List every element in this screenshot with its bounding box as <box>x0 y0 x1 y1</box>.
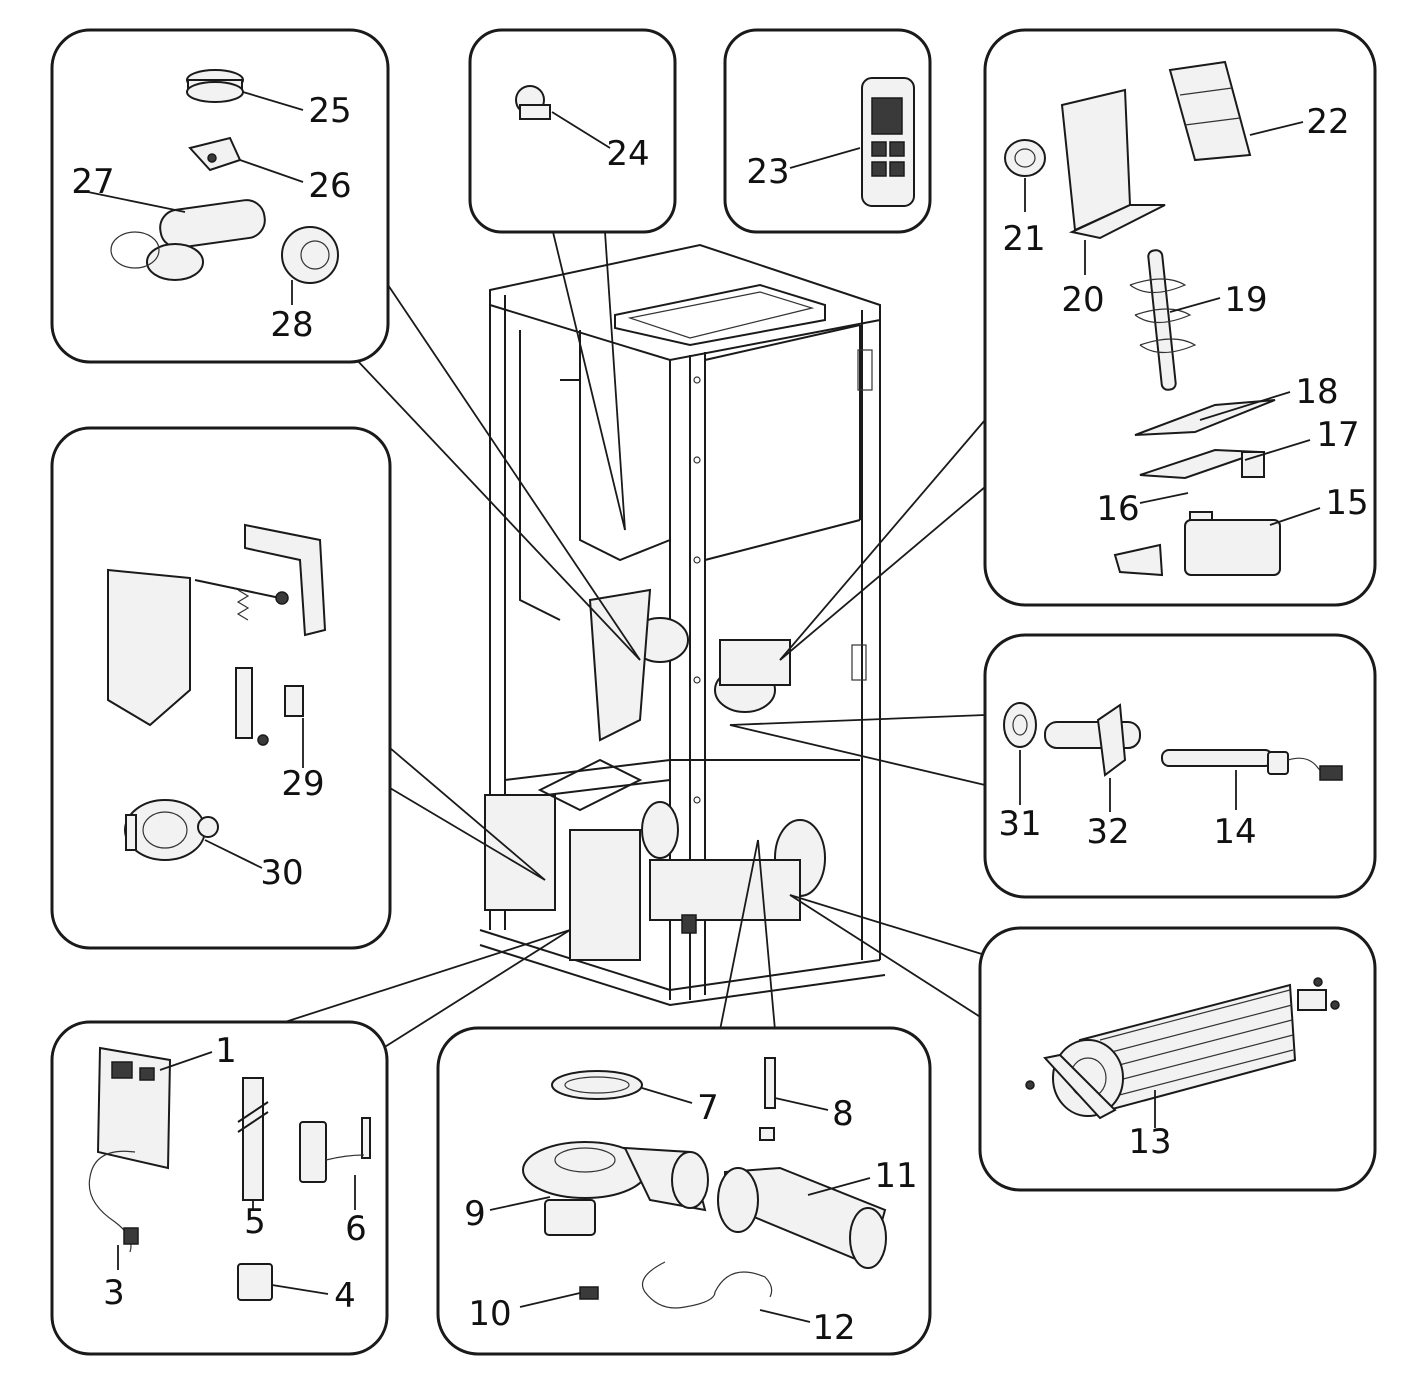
callout-4: 4 <box>334 1276 356 1316</box>
detail-box-29-30 <box>50 426 392 950</box>
callout-14: 14 <box>1213 812 1256 852</box>
callout-9: 9 <box>464 1194 486 1234</box>
detail-box-auger <box>983 28 1377 607</box>
callout-31: 31 <box>998 804 1041 844</box>
callout-15: 15 <box>1325 483 1368 523</box>
callout-28: 28 <box>270 305 313 345</box>
callout-24: 24 <box>606 134 649 174</box>
stove-frame <box>479 243 886 1007</box>
callout-22: 22 <box>1306 102 1349 142</box>
callout-numbers: 25 26 27 28 24 23 22 21 20 19 18 17 16 1… <box>71 91 1368 1348</box>
callout-1: 1 <box>215 1031 237 1071</box>
detail-box-electronics <box>50 1020 389 1356</box>
callout-13: 13 <box>1128 1122 1171 1162</box>
callout-29: 29 <box>281 764 324 804</box>
detail-box-flue <box>50 28 390 364</box>
callout-25: 25 <box>308 91 351 131</box>
callout-18: 18 <box>1295 372 1338 412</box>
callout-7: 7 <box>697 1088 719 1128</box>
callout-8: 8 <box>832 1094 854 1134</box>
callout-12: 12 <box>812 1308 855 1348</box>
callout-30: 30 <box>260 853 303 893</box>
callout-27: 27 <box>71 162 114 202</box>
callout-21: 21 <box>1002 219 1045 259</box>
detail-box-24 <box>468 28 677 234</box>
callout-3: 3 <box>103 1273 125 1313</box>
callout-20: 20 <box>1061 280 1104 320</box>
callout-16: 16 <box>1096 489 1139 529</box>
detail-box-31-32-14 <box>983 633 1377 899</box>
frame-leader-lines <box>284 231 986 1051</box>
callout-6: 6 <box>345 1209 367 1249</box>
callout-26: 26 <box>308 166 351 206</box>
detail-box-blower <box>436 1026 932 1356</box>
callout-17: 17 <box>1316 415 1359 455</box>
callout-5: 5 <box>244 1202 266 1242</box>
callout-23: 23 <box>746 152 789 192</box>
callout-11: 11 <box>874 1156 917 1196</box>
callout-10: 10 <box>468 1294 511 1334</box>
detail-box-13 <box>978 926 1377 1192</box>
callout-32: 32 <box>1086 812 1129 852</box>
detail-box-remote <box>723 28 932 234</box>
callout-19: 19 <box>1224 280 1267 320</box>
